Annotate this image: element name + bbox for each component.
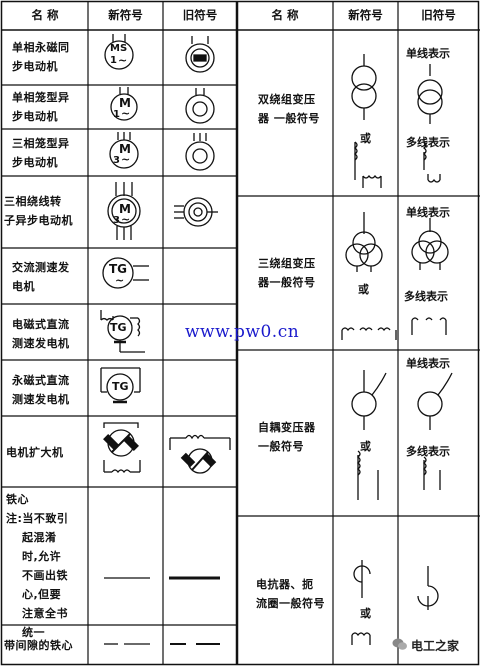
multi-line-label: 多线表示 — [406, 445, 450, 458]
single-line-label: 单线表示 — [406, 206, 450, 219]
em-dc-tachogenerator-icon — [101, 310, 145, 352]
name-three-phase-cage-async-motor: 三相笼型异步电动机 — [12, 137, 70, 169]
motor-single-phase-icon — [111, 87, 137, 120]
or-label: 或 — [360, 440, 371, 453]
motor-ms-icon — [105, 34, 133, 69]
old-single-phase-cage-icon — [186, 88, 214, 123]
name-reactor-choke: 电抗器、扼流圈一般符号 — [256, 578, 325, 610]
old-three-phase-cage-icon — [186, 133, 214, 170]
tilde-label: ~ — [121, 107, 131, 120]
tilde-label: ~ — [118, 54, 128, 67]
single-line-label: 单线表示 — [406, 47, 450, 60]
header-name: 名 称 — [31, 8, 59, 22]
header-old: 旧符号 — [182, 8, 218, 22]
multi-line-label: 多线表示 — [404, 290, 448, 303]
name-pm-dc-tachogenerator: 永磁式直流测速发电机 — [12, 374, 70, 406]
name-ac-tachogenerator: 交流测速发电机 — [12, 261, 70, 293]
name-amplidyne: 电机扩大机 — [6, 446, 64, 459]
old-pm-sync-motor-icon — [186, 36, 214, 72]
reactor-icon — [352, 560, 370, 645]
m-label: M — [119, 202, 131, 216]
pm-dc-tachogenerator-icon — [101, 368, 140, 402]
one-label: 1 — [113, 109, 120, 120]
header-old-right: 旧符号 — [421, 8, 456, 22]
name-autotransformer: 自耦变压器一般符号 — [258, 421, 316, 453]
name-three-winding-transformer: 三绕组变压器一般符号 — [258, 257, 316, 289]
name-gapped-core: 带间隙的铁心 — [4, 639, 73, 652]
old-two-winding-transformer-icon — [418, 64, 442, 182]
one-label: 1 — [110, 55, 117, 66]
old-wound-rotor-icon — [174, 198, 218, 226]
name-two-winding-transformer: 双绕组变压器 一般符号 — [258, 93, 320, 125]
tilde-label: ~ — [121, 153, 131, 166]
three-label: 3 — [113, 155, 120, 166]
m-label: M — [119, 142, 131, 156]
m-label: M — [119, 96, 131, 110]
three-winding-transformer-icon — [342, 212, 396, 340]
old-three-winding-transformer-icon — [412, 218, 448, 335]
old-autotransformer-icon — [418, 373, 452, 490]
wechat-brand-icon — [392, 638, 407, 650]
tg-label: TG — [109, 262, 128, 276]
motor-wound-rotor-icon — [108, 182, 140, 240]
name-single-phase-pm-sync-motor: 单相永磁同步电动机 — [12, 41, 70, 73]
or-label: 或 — [358, 283, 369, 296]
header-new: 新符号 — [108, 8, 143, 22]
motor-three-phase-icon — [110, 132, 138, 168]
brand-name: 电工之家 — [411, 639, 460, 653]
autotransformer-icon — [352, 370, 386, 500]
ac-tachogenerator-icon — [103, 258, 149, 288]
single-line-label: 单线表示 — [406, 357, 450, 370]
watermark-text: www.pw0.cn — [185, 322, 300, 342]
tilde-label: ~ — [115, 274, 125, 287]
name-em-dc-tachogenerator: 电磁式直流测速发电机 — [12, 318, 70, 350]
name-three-phase-wound-rotor-motor: 三相绕线转子异步电动机 — [4, 195, 73, 227]
tg-label: TG — [112, 380, 129, 393]
header-name-right: 名 称 — [271, 8, 299, 22]
name-single-phase-cage-async-motor: 单相笼型异步电动机 — [12, 91, 70, 123]
header-new-right: 新符号 — [348, 8, 383, 22]
tg-label: TG — [110, 321, 127, 334]
name-core: 铁心 注:当不致引 起混淆 时,允许 不画出铁 心,但要 注意全书 统一 — [6, 493, 69, 639]
multi-line-label: 多线表示 — [406, 136, 450, 149]
or-label: 或 — [360, 607, 371, 620]
or-label: 或 — [360, 132, 371, 145]
two-winding-transformer-icon — [352, 54, 381, 188]
old-reactor-icon — [418, 566, 438, 610]
tilde-label: ~ — [121, 213, 131, 226]
old-amplidyne-icon — [170, 436, 230, 474]
ms-label: MS — [110, 43, 128, 54]
amplidyne-icon — [104, 423, 140, 472]
